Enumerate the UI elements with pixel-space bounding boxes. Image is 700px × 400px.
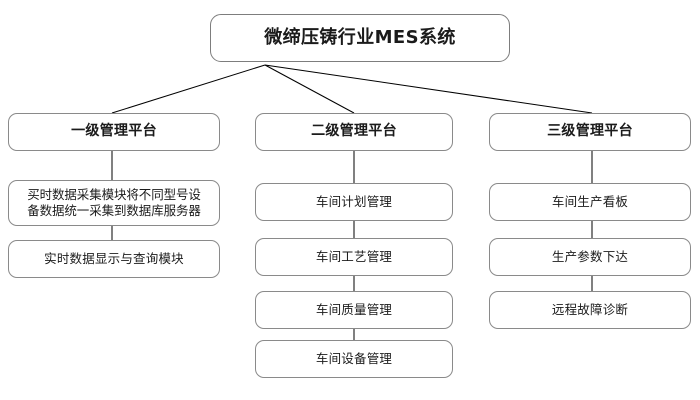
leaf-node-3-1[interactable]: 车间生产看板	[489, 183, 691, 221]
leaf-node-2-1[interactable]: 车间计划管理	[255, 183, 453, 221]
leaf-node-1-1-label: 买时数据采集模块将不同型号设 备数据统一采集到数据库服务器	[27, 187, 201, 218]
leaf-node-3-3-label: 远程故障诊断	[551, 302, 629, 318]
root-node-mes-system[interactable]: 微缔压铸行业MES系统	[210, 14, 510, 62]
leaf-node-2-4[interactable]: 车间设备管理	[255, 340, 453, 378]
branch-node-3-label: 三级管理平台	[547, 123, 633, 140]
branch-node-1[interactable]: 一级管理平台	[8, 113, 220, 151]
leaf-node-1-1[interactable]: 买时数据采集模块将不同型号设 备数据统一采集到数据库服务器	[8, 180, 220, 226]
leaf-node-1-2[interactable]: 实时数据显示与查询模块	[8, 240, 220, 278]
leaf-node-2-3-label: 车间质量管理	[315, 302, 393, 318]
leaf-node-3-2[interactable]: 生产参数下达	[489, 238, 691, 276]
branch-node-2-label: 二级管理平台	[311, 123, 397, 140]
branch-node-2[interactable]: 二级管理平台	[255, 113, 453, 151]
leaf-node-2-3[interactable]: 车间质量管理	[255, 291, 453, 329]
leaf-node-3-2-label: 生产参数下达	[551, 249, 629, 265]
leaf-node-2-1-label: 车间计划管理	[315, 194, 393, 210]
root-node-mes-system-label: 微缔压铸行业MES系统	[264, 26, 456, 48]
connector-root-to-level1	[111, 64, 266, 114]
branch-node-3[interactable]: 三级管理平台	[489, 113, 691, 151]
leaf-node-2-2-label: 车间工艺管理	[315, 249, 393, 265]
leaf-node-1-2-label: 实时数据显示与查询模块	[44, 251, 184, 267]
connector-root-to-level3	[264, 64, 593, 114]
branch-node-1-label: 一级管理平台	[71, 123, 157, 140]
leaf-node-3-3[interactable]: 远程故障诊断	[489, 291, 691, 329]
leaf-node-2-2[interactable]: 车间工艺管理	[255, 238, 453, 276]
connector-root-to-level2	[264, 64, 355, 114]
leaf-node-2-4-label: 车间设备管理	[315, 351, 393, 367]
leaf-node-3-1-label: 车间生产看板	[551, 194, 629, 210]
